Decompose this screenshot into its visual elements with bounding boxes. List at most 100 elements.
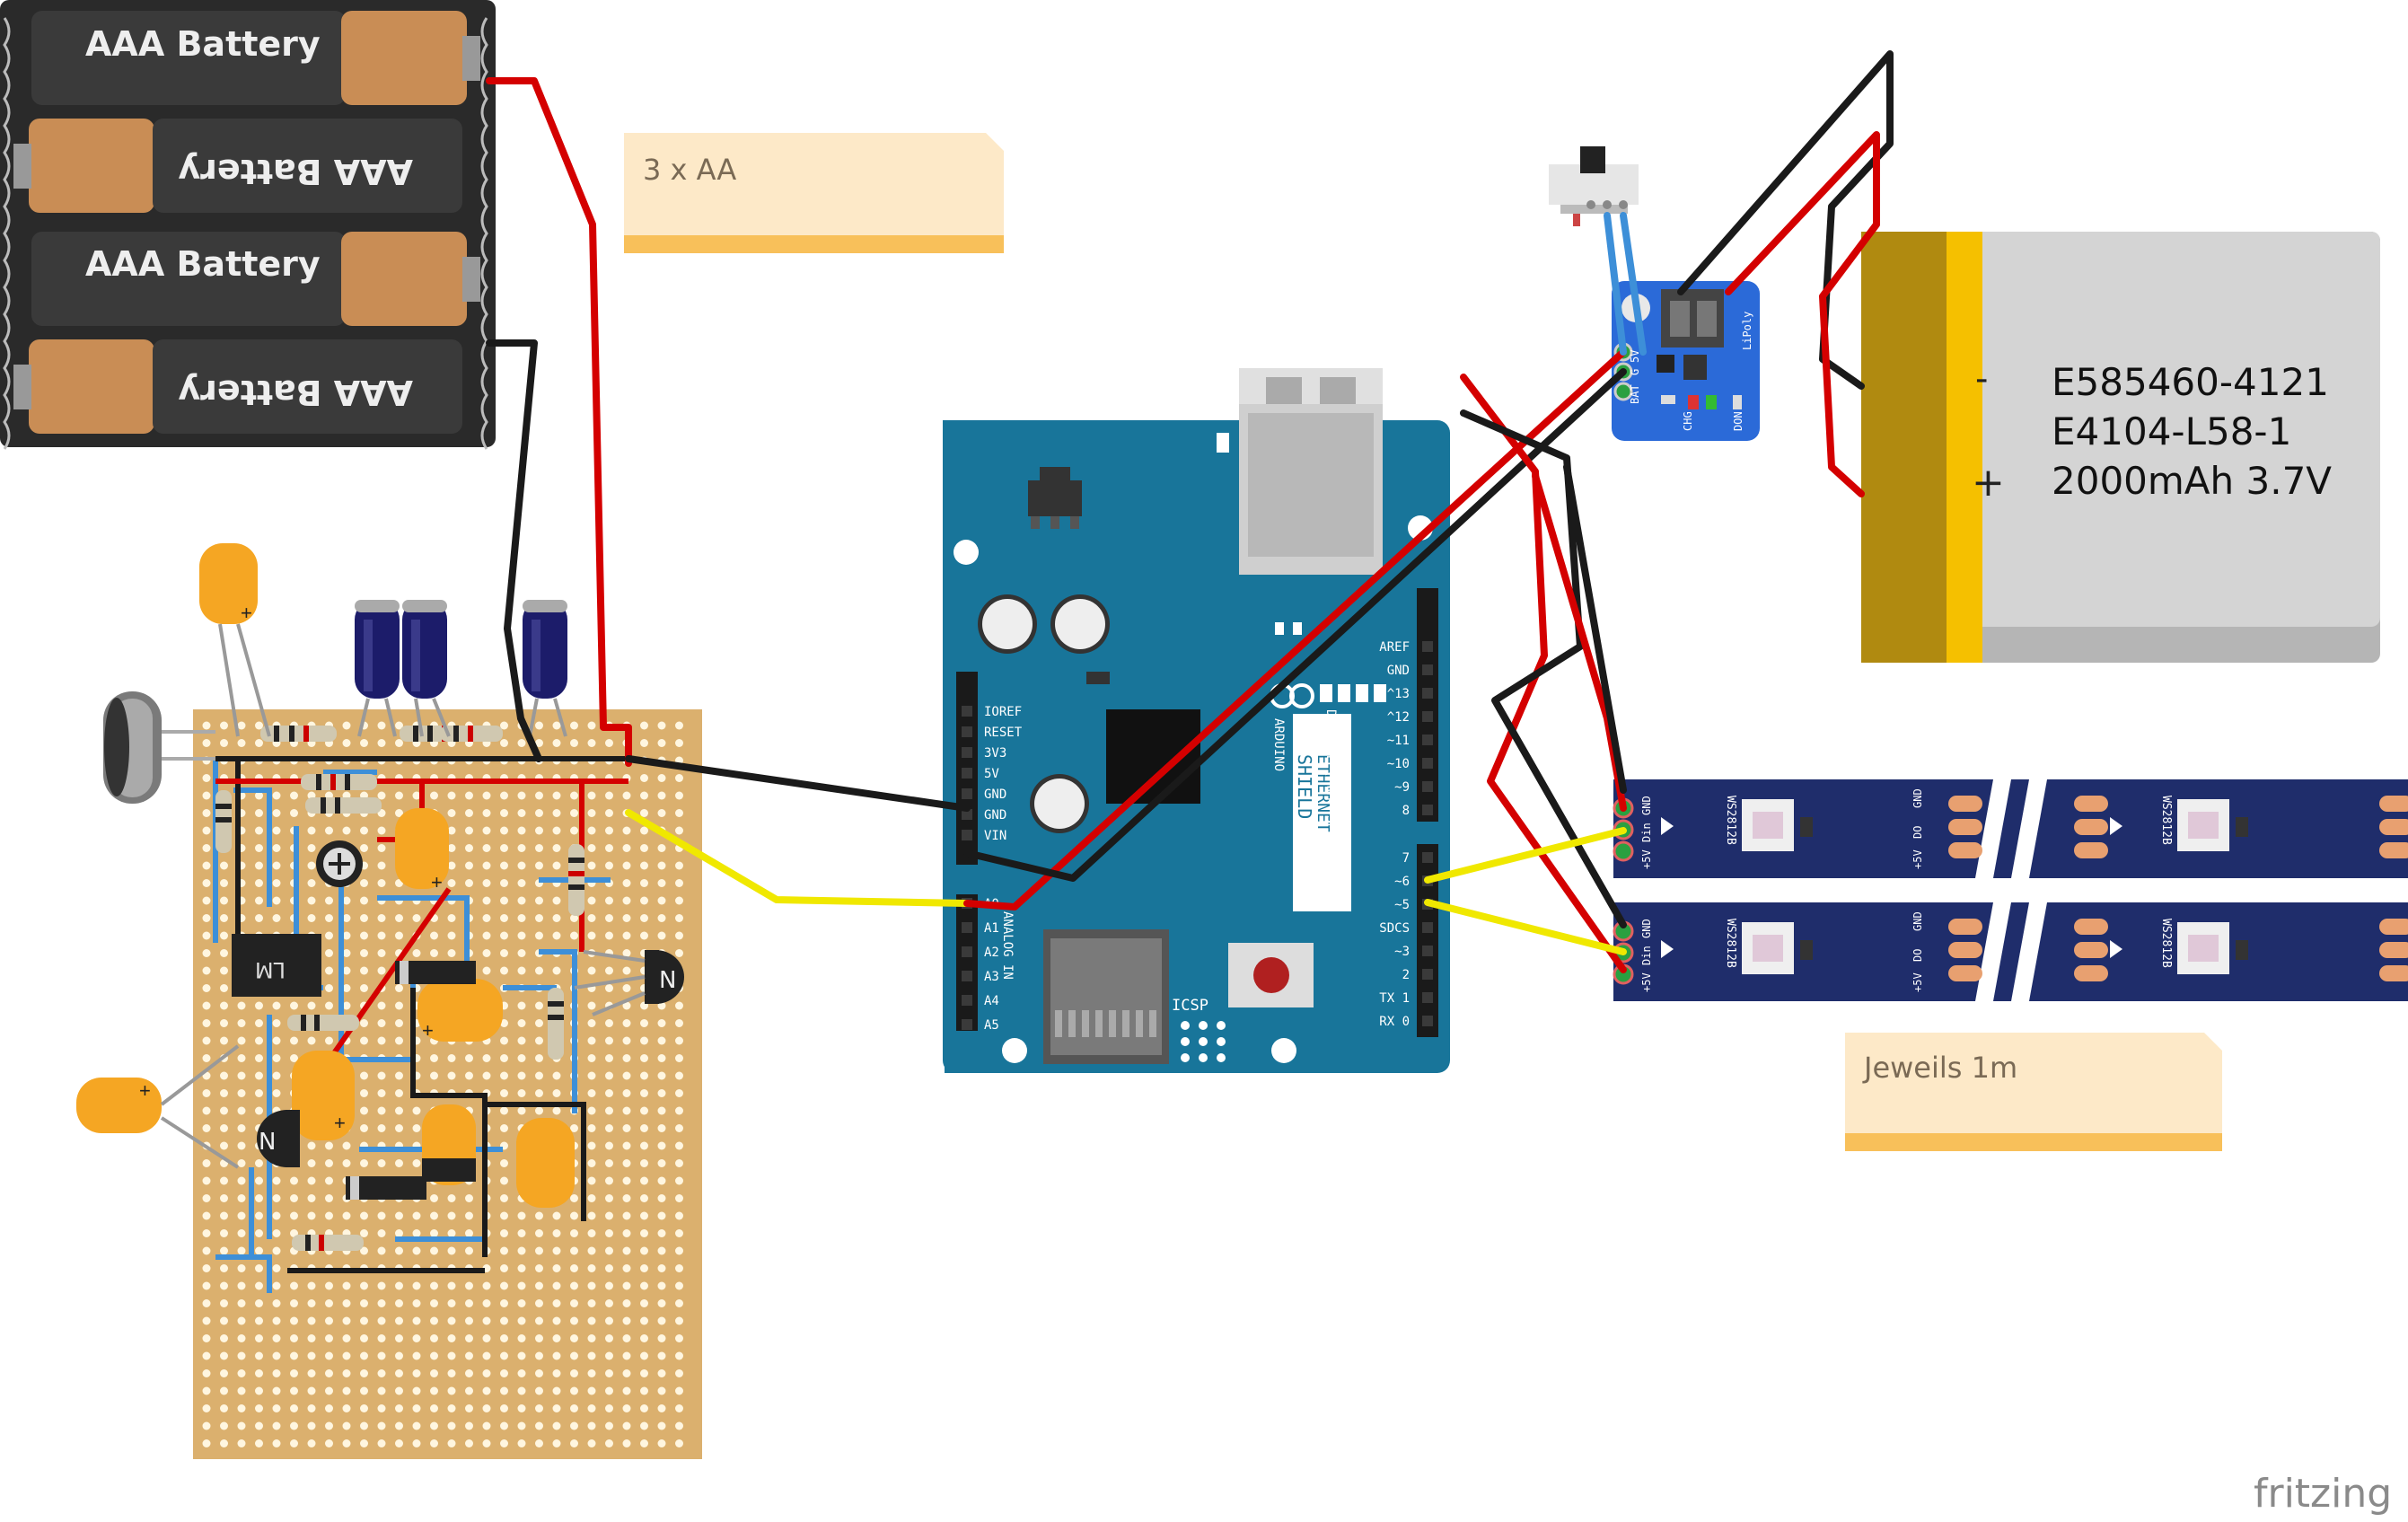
- ethernet-jack[interactable]: [1239, 368, 1383, 575]
- electrolytic-capacitor-1[interactable]: [355, 600, 400, 699]
- capacitor-legs: [357, 698, 567, 737]
- diode-1[interactable]: [395, 961, 476, 984]
- digital-pin-label: DIGITAL (PWM~ SPI*): [1323, 709, 1338, 853]
- wire-signal-a0: [625, 809, 971, 907]
- reset-button[interactable]: [1228, 943, 1314, 1007]
- pin-socket[interactable]: [1422, 781, 1433, 792]
- pin-socket[interactable]: [1422, 735, 1433, 745]
- pin-socket[interactable]: [962, 922, 972, 933]
- strip-pin-label: Din: [1640, 823, 1653, 842]
- pin-socket[interactable]: [1422, 852, 1433, 863]
- pin-socket[interactable]: [962, 809, 972, 820]
- diode-2[interactable]: [346, 1176, 426, 1200]
- transistor-2[interactable]: N: [257, 1110, 300, 1167]
- diode-3[interactable]: [422, 1158, 476, 1182]
- pin-socket[interactable]: [962, 726, 972, 737]
- pin-socket[interactable]: [962, 747, 972, 758]
- pin-socket[interactable]: [962, 830, 972, 840]
- pin-label: 7: [1402, 851, 1410, 866]
- resistor-10[interactable]: [215, 790, 232, 853]
- tantalum-capacitor-2[interactable]: +: [395, 808, 449, 893]
- tantalum-capacitor-4[interactable]: +: [76, 1044, 240, 1169]
- lipo-charger-board[interactable]: BAT G 5V LiPoly CHG DON: [1612, 281, 1760, 441]
- pin-socket[interactable]: [1422, 946, 1433, 956]
- pin-label: ^12: [1387, 710, 1410, 725]
- pin-label: A5: [984, 1018, 999, 1033]
- pin-label: ~11: [1387, 734, 1410, 748]
- tantalum-capacitor-1[interactable]: +: [199, 543, 271, 737]
- strip-pin-label: +5V: [1911, 972, 1924, 992]
- led-chip-label: WS2812B: [2159, 919, 2173, 968]
- pin-socket[interactable]: [962, 995, 972, 1006]
- battery-cell-1: AAA Battery: [31, 11, 480, 105]
- battery-label-2: AAA Battery: [178, 152, 413, 191]
- transistor-1[interactable]: N: [574, 950, 684, 1016]
- lipo-battery[interactable]: - + E585460-4121 E4104-L58-1 2000mAh 3.7…: [1861, 232, 2380, 663]
- note-strip-length[interactable]: Jeweils 1m: [1845, 1033, 2222, 1151]
- pin-socket[interactable]: [1422, 992, 1433, 1003]
- resistor-4[interactable]: [301, 774, 377, 790]
- wire-pin6-yellow: [1424, 827, 1627, 884]
- electret-microphone[interactable]: [103, 691, 215, 804]
- strip-pin-label: GND: [1911, 788, 1924, 808]
- strip-pin-label: GND: [1640, 796, 1653, 815]
- pin-label: TX 1: [1379, 991, 1410, 1006]
- pin-socket[interactable]: [1422, 664, 1433, 675]
- led-chip-label: WS2812B: [2159, 796, 2173, 845]
- wire-charger-5v: [963, 348, 1627, 911]
- resistor-6[interactable]: [568, 844, 584, 916]
- pin-socket[interactable]: [1422, 641, 1433, 652]
- pin-socket[interactable]: [962, 971, 972, 981]
- tantalum-capacitor-5[interactable]: +: [292, 1051, 355, 1140]
- electrolytic-capacitor-3[interactable]: [523, 600, 567, 699]
- pin-socket[interactable]: [962, 706, 972, 717]
- pin-socket[interactable]: [1422, 758, 1433, 769]
- resistor-9[interactable]: [292, 1235, 364, 1251]
- pin-socket[interactable]: [962, 768, 972, 779]
- pin-label: SDCS: [1379, 921, 1410, 936]
- pin-socket[interactable]: [962, 946, 972, 957]
- resistor-1[interactable]: [260, 726, 337, 742]
- tantalum-capacitor-3[interactable]: +: [417, 979, 503, 1042]
- perfboard[interactable]: + + + + +: [76, 543, 702, 1459]
- pin-socket[interactable]: [1422, 922, 1433, 933]
- resistor-5[interactable]: [305, 797, 382, 814]
- pin-socket[interactable]: [1422, 1016, 1433, 1026]
- trimmer-potentiometer[interactable]: [316, 840, 363, 887]
- pin-socket[interactable]: [962, 788, 972, 799]
- ic-lm-amplifier[interactable]: LM: [232, 934, 321, 997]
- voltage-regulator: [1028, 467, 1082, 529]
- battery-holder[interactable]: AAA Battery AAA Battery AAA Battery AAA …: [0, 0, 496, 450]
- strip-input-pad[interactable]: [1613, 840, 1634, 862]
- pin-label: 3V3: [984, 746, 1006, 761]
- battery-cell-4: AAA Battery: [13, 339, 462, 434]
- resistor-3[interactable]: [440, 726, 503, 742]
- slide-switch[interactable]: [1549, 146, 1639, 226]
- svg-text:+: +: [422, 1019, 434, 1042]
- pin-socket[interactable]: [962, 1019, 972, 1030]
- electrolytic-capacitor-2[interactable]: [402, 600, 447, 699]
- wire-switch-1: [1604, 212, 1627, 356]
- arduino-ethernet-shield[interactable]: ICSP ETHERNET SHIELD ARDUINO DIGITAL (PW…: [943, 368, 1450, 1073]
- pin-socket[interactable]: [1422, 805, 1433, 815]
- pin-socket[interactable]: [1422, 969, 1433, 980]
- tantalum-capacitor-7[interactable]: [516, 1118, 575, 1208]
- pin-socket[interactable]: [1422, 711, 1433, 722]
- resistor-7[interactable]: [548, 988, 564, 1060]
- note-batteries-text: 3 x AA: [643, 153, 736, 187]
- external-wires: [486, 50, 1894, 973]
- note-batteries[interactable]: 3 x AA: [624, 133, 1004, 253]
- pin-socket[interactable]: [1422, 688, 1433, 699]
- shield-brand: ARDUINO: [1271, 718, 1286, 771]
- resistor-8[interactable]: [287, 1015, 359, 1031]
- icsp-header[interactable]: ICSP: [1172, 997, 1226, 1062]
- lipo-label-2: E4104-L58-1: [2052, 409, 2291, 453]
- lipo-label-1: E585460-4121: [2052, 360, 2329, 404]
- ic-label: LM: [255, 957, 286, 982]
